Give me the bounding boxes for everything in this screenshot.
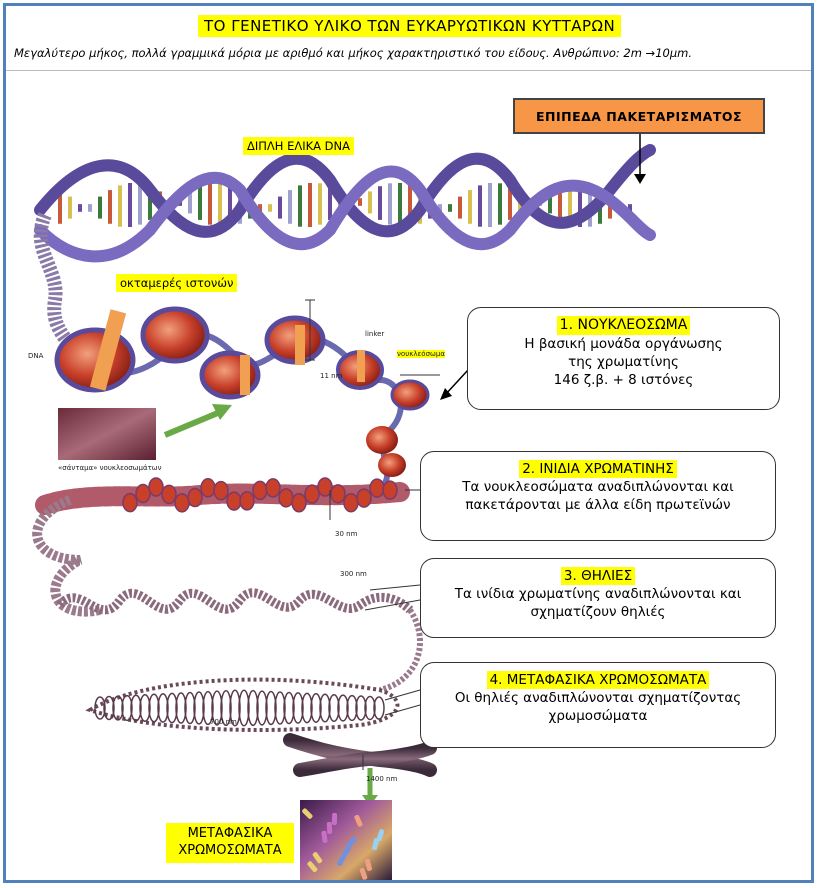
callout-2-number: 2. [522,461,535,477]
fiber-nucleosome-bead [383,481,397,499]
fiber-nucleosome-bead [149,478,163,496]
tiny-label-micrograph: «σάνταμα» νουκλεοσωμάτων [58,464,162,472]
callout-3-number: 3. [564,568,577,584]
callout-1-line-3: 146 ζ.β. + 8 ιστόνες [554,372,694,388]
callout-chromatin-fibers: 2. ΙΝΙΔΙΑ ΧΡΩΜΑΤΙΝΗΣ Τα νουκλεοσώματα αν… [420,451,776,541]
fiber-nucleosome-bead [279,489,293,507]
tiny-label-linker: linker [365,330,384,338]
fiber-nucleosome-bead [136,485,150,503]
callout-4-line-1: Οι θηλιές αναδιπλώνονται σχηματίζοντας [455,690,741,706]
callout-loops: 3. ΘΗΛΙΕΣ Τα ινίδια χρωματίνης αναδιπλών… [420,558,776,638]
tiny-label-11nm: 11 nm [320,372,342,380]
fiber-nucleosome-bead [201,479,215,497]
callout-3-line-1: Τα ινίδια χρωματίνης αναδιπλώνονται και [455,586,742,602]
callout-1-line-2: της χρωματίνης [568,354,679,370]
tiny-label-300nm: 300 nm [340,570,367,578]
micrograph-image [58,408,156,460]
green-arrow [165,410,225,435]
callout-1-title: ΝΟΥΚΛΕΟΣΩΜΑ [577,317,687,333]
fiber-nucleosome-bead [240,492,254,510]
fiber-nucleosome-bead [370,479,384,497]
tiny-label-nucleosome: νουκλεόσωμα [397,350,445,358]
dna-double-helix [40,150,650,256]
fiber-nucleosome-bead [188,489,202,507]
fiber-nucleosome-bead [123,494,137,512]
fiber-nucleosome-bead [305,485,319,503]
fiber-nucleosome-bead [357,489,371,507]
callout-2-line-1: Τα νουκλεοσώματα αναδιπλώνονται και [462,479,733,495]
fiber-nucleosome-bead [331,485,345,503]
fiber-nucleosome-bead [227,492,241,510]
chromatin-fiber [45,478,400,512]
fiber-nucleosome-bead [344,494,358,512]
fiber-nucleosome-bead [253,481,267,499]
tiny-label-30nm: 30 nm [335,530,357,538]
callout-4-number: 4. [490,672,503,688]
callout-2-title: ΙΝΙΔΙΑ ΧΡΩΜΑΤΙΝΗΣ [539,461,673,477]
fiber-nucleosome-bead [214,482,228,500]
callout-1-number: 1. [560,317,573,333]
callout-1-line-1: Η βασική μονάδα οργάνωσης [524,336,722,352]
callout-3-title: ΘΗΛΙΕΣ [581,568,632,584]
tiny-label-700nm: 700 nm [210,718,237,726]
tiny-label-1400nm: 1400 nm [366,775,397,783]
label-dna-double-helix: ΔΙΠΛΗ ΕΛΙΚΑ DNA [243,137,354,155]
label-histone-octamer: οκταμερές ιστονών [116,274,237,292]
callout-2-line-2: πακετάρονται με άλλα είδη πρωτεϊνών [465,497,730,513]
callout-4-line-2: χρωμοσώματα [549,708,648,724]
fiber-nucleosome-bead [162,485,176,503]
callout-metaphase: 4. ΜΕΤΑΦΑΣΙΚΑ ΧΡΩΜΟΣΩΜΑΤΑ Οι θηλιές αναδ… [420,662,776,748]
metaphase-chromosome-x [290,740,430,770]
tiny-label-dna: DNA [28,352,43,360]
label-metaphase-chromosomes: ΜΕΤΑΦΑΣΙΚΑ ΧΡΩΜΟΣΩΜΑΤΑ [166,823,294,863]
fiber-nucleosome-bead [175,494,189,512]
callout-nucleosome: 1. ΝΟΥΚΛΕΟΣΩΜΑ Η βασική μονάδα οργάνωσης… [467,307,780,410]
callout-3-line-2: σχηματίζουν θηλιές [531,604,666,620]
fiber-nucleosome-bead [266,479,280,497]
chromosome-blob [327,822,333,834]
chromosome-blob [332,813,337,825]
condensed-coil [90,680,397,730]
chromatin-loops [37,500,420,690]
fiber-nucleosome-bead [292,494,306,512]
callout-4-title: ΜΕΤΑΦΑΣΙΚΑ ΧΡΩΜΟΣΩΜΑΤΑ [507,672,707,688]
